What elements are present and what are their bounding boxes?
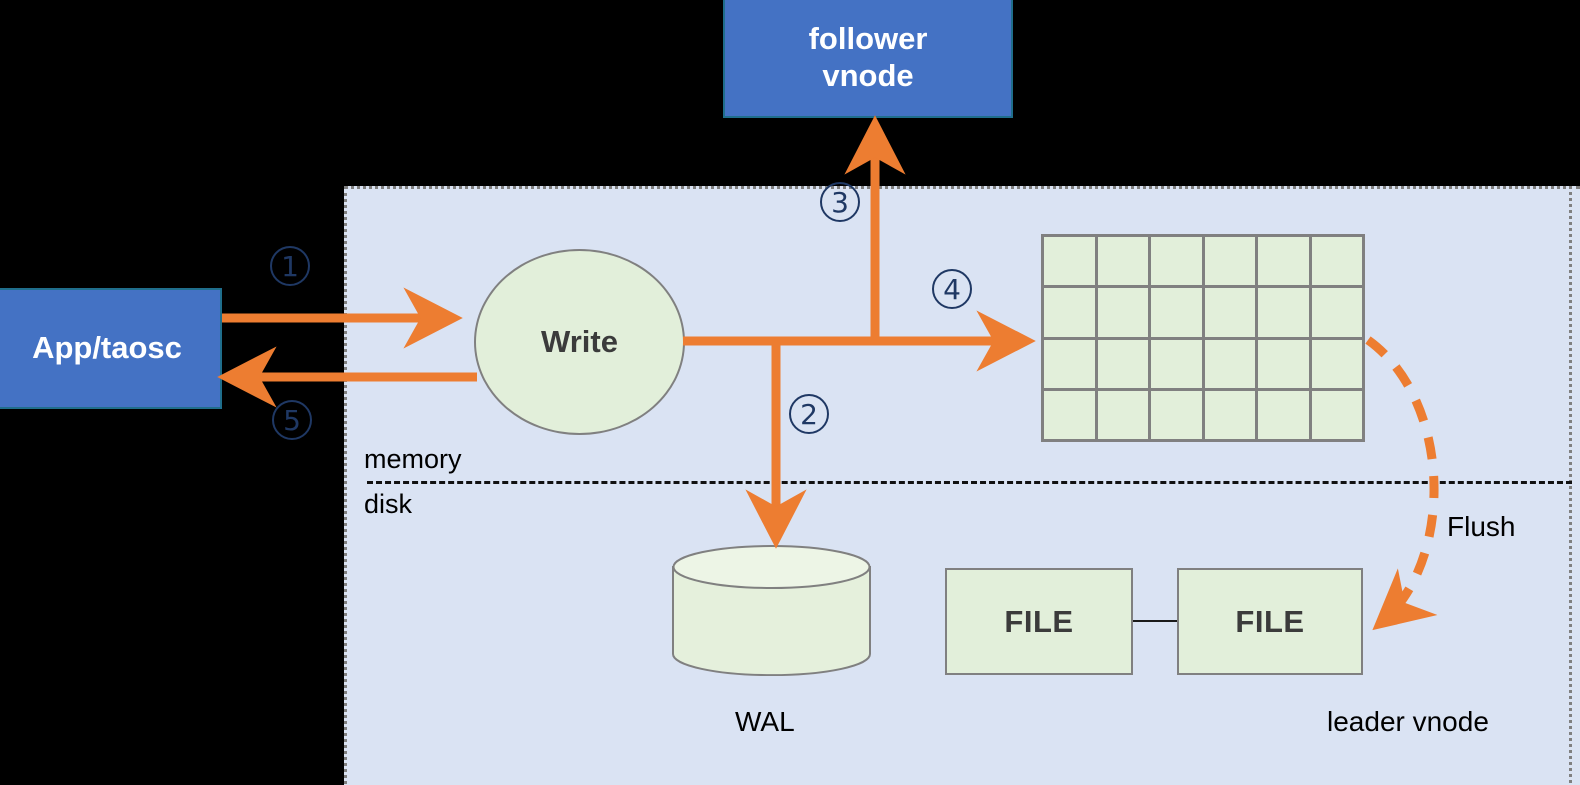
memtable-cell <box>1044 339 1095 388</box>
memtable-cell <box>1311 237 1362 286</box>
memtable-cell <box>1097 339 1148 388</box>
file-link-connector <box>1133 620 1178 622</box>
memtable-cell <box>1097 288 1148 337</box>
memtable-cell <box>1097 390 1148 439</box>
memtable-cell <box>1151 237 1202 286</box>
memtable-cell <box>1044 237 1095 286</box>
memtable-cell <box>1044 288 1095 337</box>
memtable-cell <box>1151 339 1202 388</box>
memtable-cell <box>1151 288 1202 337</box>
step-marker-2: 2 <box>789 394 829 434</box>
file-box-1: FILE <box>945 568 1133 675</box>
memtable-cell <box>1258 237 1309 286</box>
follower-line-2: vnode <box>822 58 914 93</box>
step-marker-5: 5 <box>272 400 312 440</box>
memtable-cell <box>1311 390 1362 439</box>
wal-label: WAL <box>735 706 795 737</box>
memtable-grid <box>1041 234 1365 442</box>
file-box-2: FILE <box>1177 568 1363 675</box>
memory-disk-divider <box>367 481 1572 484</box>
memtable-cell <box>1311 288 1362 337</box>
memory-label: memory <box>364 444 462 474</box>
memtable-cell <box>1044 390 1095 439</box>
memtable-cell <box>1204 390 1255 439</box>
memtable-cell <box>1258 288 1309 337</box>
disk-label: disk <box>364 489 413 519</box>
wal-cylinder <box>672 545 871 676</box>
step-marker-4: 4 <box>932 269 972 309</box>
memtable-cell <box>1204 288 1255 337</box>
memtable-cell <box>1258 390 1309 439</box>
follower-line-1: follower <box>808 21 928 57</box>
memtable-cell <box>1151 390 1202 439</box>
follower-vnode-label: follower vnode <box>809 21 928 94</box>
follower-vnode-node: follower vnode <box>723 0 1013 118</box>
step-marker-3: 3 <box>820 182 860 222</box>
memtable-cell <box>1097 237 1148 286</box>
app-taosc-node: App/taosc <box>0 288 222 409</box>
memtable-cell <box>1258 339 1309 388</box>
step-marker-1: 1 <box>270 246 310 286</box>
write-node: Write <box>474 249 685 435</box>
memtable-cell <box>1204 237 1255 286</box>
flush-label: Flush <box>1447 511 1516 542</box>
memtable-cell <box>1204 339 1255 388</box>
leader-vnode-label: leader vnode <box>1327 706 1489 737</box>
memtable-cell <box>1311 339 1362 388</box>
leader-vnode-panel-right-edge <box>1569 186 1572 785</box>
